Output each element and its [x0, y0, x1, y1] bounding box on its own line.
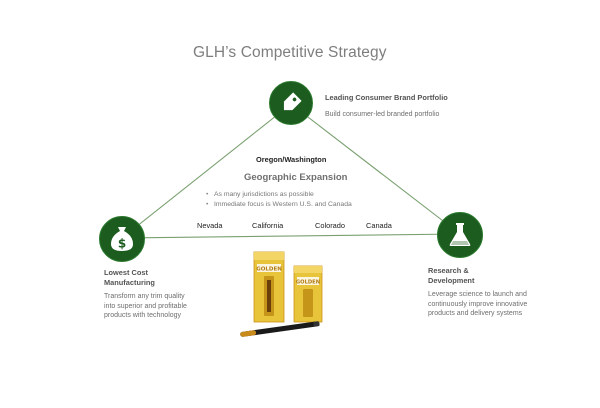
- state-label-california: California: [252, 221, 284, 230]
- title-line: Research &: [428, 266, 469, 275]
- description-line: products and delivery systems: [428, 310, 523, 318]
- list-item: As many jurisdictions as possible: [206, 190, 352, 200]
- price-tag-icon: [269, 81, 313, 125]
- product-photo: GOLDEN GOLDEN: [224, 250, 354, 342]
- node-research-development-description: Leverage science to launch and continuou…: [428, 290, 527, 319]
- title-line: Manufacturing: [104, 278, 155, 287]
- dollar-bag-icon: $: [99, 216, 145, 262]
- golden-product-image: GOLDEN GOLDEN: [240, 251, 323, 337]
- edge-top-right: [290, 103, 461, 235]
- node-cost-manufacturing-title: Lowest Cost Manufacturing: [104, 268, 155, 288]
- box-brand-text: GOLDEN: [296, 280, 320, 286]
- page-title: GLH’s Competitive Strategy: [193, 44, 387, 61]
- description-line: Transform any trim quality: [104, 293, 185, 300]
- description-line: products with technology: [104, 312, 182, 320]
- node-brand-portfolio-description: Build consumer-led branded portfolio: [325, 111, 440, 118]
- node-brand-portfolio-title: Leading Consumer Brand Portfolio: [325, 93, 448, 102]
- svg-text:$: $: [118, 237, 126, 251]
- description-line: into superior and profitable: [104, 302, 187, 310]
- state-label-nevada: Nevada: [197, 221, 223, 230]
- node-research-development: [437, 212, 483, 258]
- node-research-development-title: Research & Development: [428, 266, 474, 286]
- title-line: Development: [428, 276, 475, 285]
- node-cost-manufacturing: $: [99, 216, 145, 262]
- edge-top-left: [121, 103, 292, 239]
- title-line: Lowest Cost: [104, 268, 148, 277]
- state-label-colorado: Colorado: [315, 221, 345, 230]
- list-item: Immediate focus is Western U.S. and Cana…: [206, 200, 352, 210]
- node-cost-manufacturing-description: Transform any trim quality into superior…: [104, 292, 187, 321]
- node-brand-portfolio: [269, 81, 313, 125]
- geographic-expansion-bullets: As many jurisdictions as possible Immedi…: [206, 190, 352, 209]
- description-line: Leverage science to launch and: [428, 291, 527, 298]
- region-label-oregon-washington: Oregon/Washington: [256, 155, 327, 164]
- box-brand-text: GOLDEN: [256, 267, 282, 273]
- edge-bottom: [121, 233, 461, 239]
- state-label-canada: Canada: [366, 221, 392, 230]
- geographic-expansion-heading: Geographic Expansion: [244, 172, 348, 183]
- flask-icon: [437, 212, 483, 258]
- description-line: continuously improve innovative: [428, 300, 528, 308]
